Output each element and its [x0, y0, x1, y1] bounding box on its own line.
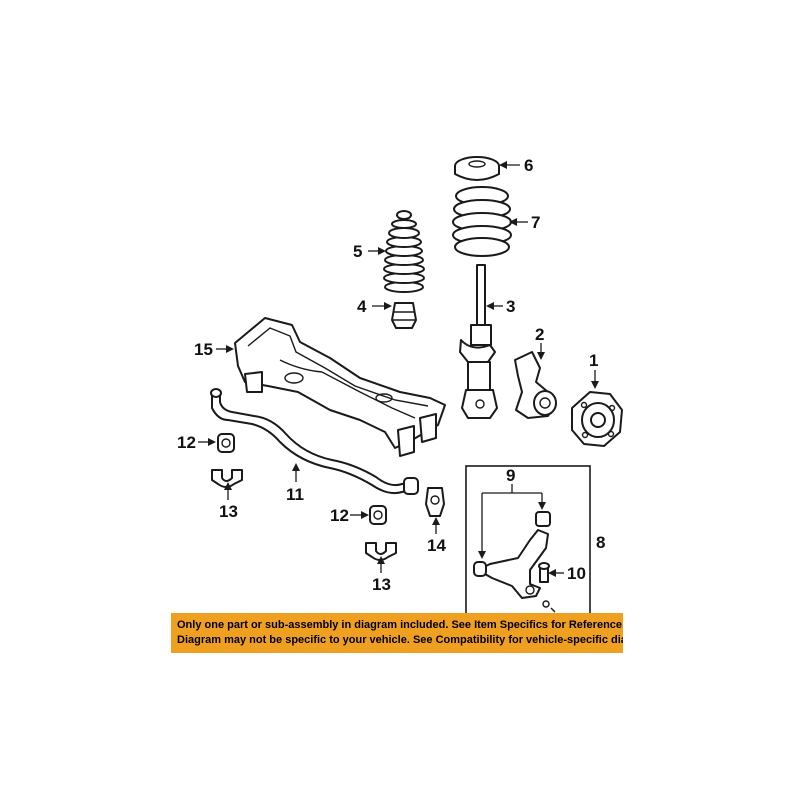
stabilizer-link-part	[425, 487, 445, 517]
stabilizer-bushing-right-part	[369, 505, 387, 525]
strut-mount-part	[454, 156, 500, 181]
callout-11: 11	[286, 485, 304, 504]
callout-13-right: 13	[372, 575, 391, 594]
stabilizer-bar-part	[210, 388, 419, 495]
callout-8: 8	[596, 533, 605, 552]
callout-13-left: 13	[219, 502, 238, 521]
disclaimer-banner: Only one part or sub-assembly in diagram…	[171, 613, 623, 653]
dust-boot-part	[383, 210, 425, 293]
stabilizer-bracket-right-part	[365, 542, 397, 561]
stabilizer-bushing-left-part	[217, 433, 235, 453]
callout-3: 3	[506, 297, 515, 316]
lower-control-arm-box	[465, 465, 591, 615]
callout-10: 10	[567, 564, 586, 583]
callout-12-left: 12	[177, 433, 196, 452]
steering-knuckle-part	[514, 351, 557, 419]
callout-1: 1	[589, 351, 598, 370]
leader-lines	[198, 161, 599, 577]
stabilizer-bracket-left-part	[211, 469, 243, 488]
callout-2: 2	[535, 325, 544, 344]
callout-9: 9	[506, 466, 515, 485]
disclaimer-line-1: Only one part or sub-assembly in diagram…	[177, 619, 623, 631]
callout-6: 6	[524, 156, 533, 175]
bump-stop-part	[391, 302, 417, 329]
wheel-hub-part	[571, 391, 623, 447]
callout-12-right: 12	[330, 506, 349, 525]
callout-15: 15	[194, 340, 213, 359]
callout-4: 4	[357, 297, 367, 316]
coil-spring-part	[452, 186, 512, 257]
callout-labels: 1 2 3 4 5 6 7 8 9 10 11 12 12 13 13 14 1…	[177, 156, 605, 594]
crossmember-part	[234, 317, 446, 457]
callout-7: 7	[531, 213, 540, 232]
callout-14: 14	[427, 536, 446, 555]
callout-5: 5	[353, 242, 362, 261]
disclaimer-line-2: Diagram may not be specific to your vehi…	[177, 634, 623, 646]
strut-assembly-part	[459, 264, 498, 419]
